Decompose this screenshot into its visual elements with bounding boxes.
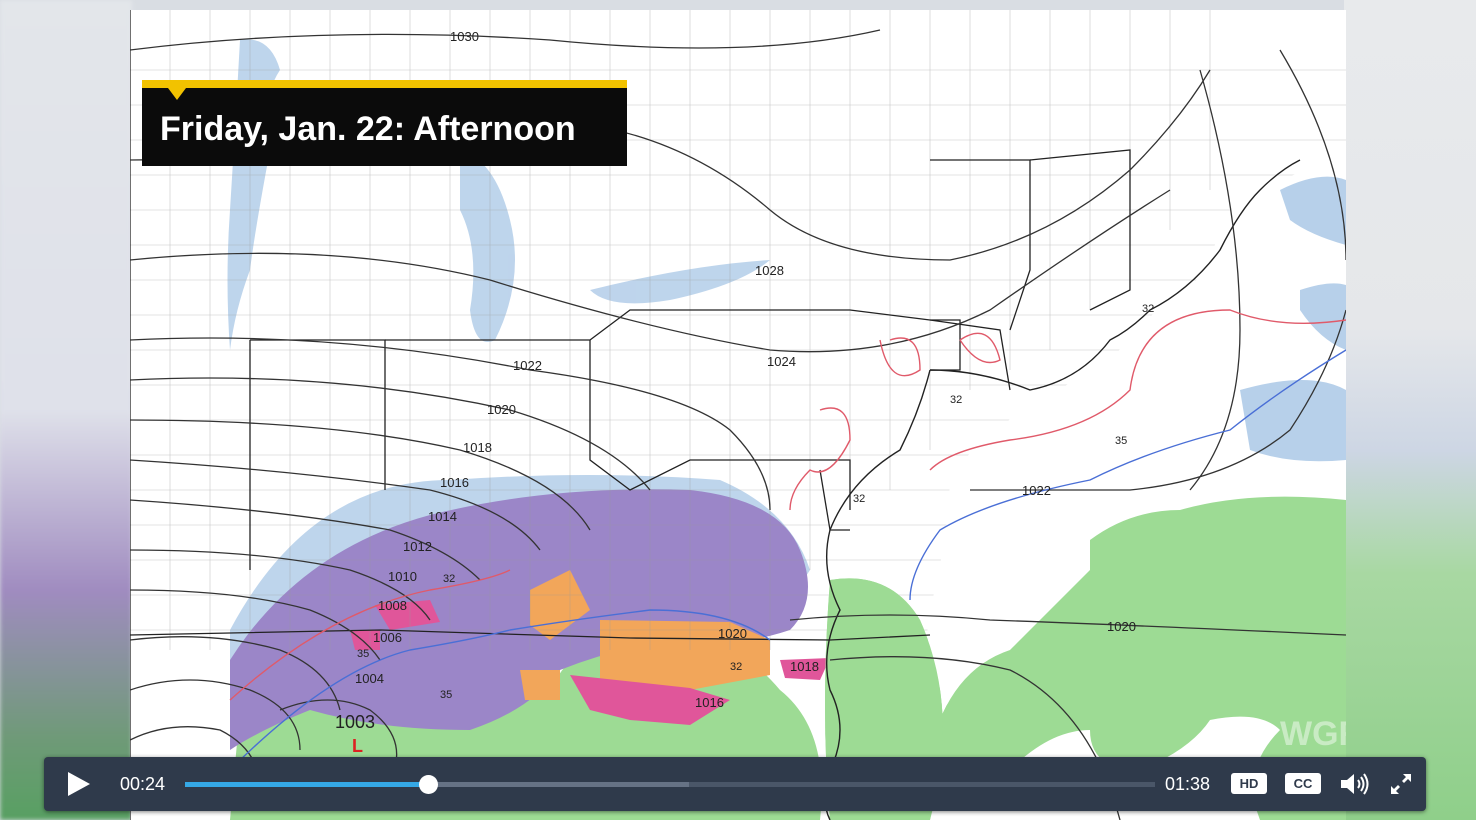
progress-bar[interactable] bbox=[185, 775, 1155, 794]
isotherm-label: 35 bbox=[1115, 435, 1127, 447]
freezing-rain-area bbox=[350, 600, 830, 725]
pressure-label: 1018 bbox=[463, 440, 492, 455]
low-pressure-marker: L bbox=[352, 736, 363, 756]
heavy-snow-area bbox=[230, 489, 808, 750]
station-watermark: WGRZ bbox=[1280, 715, 1346, 753]
scrubber-handle[interactable] bbox=[418, 775, 438, 794]
pressure-label: 1008 bbox=[378, 598, 407, 613]
volume-icon bbox=[1341, 773, 1369, 795]
temperature-labels: 32 32 32 32 32 35 35 35 bbox=[357, 303, 1154, 701]
sleet-area bbox=[520, 570, 770, 700]
isotherm-label: 32 bbox=[950, 394, 962, 406]
current-time: 00:24 bbox=[120, 774, 166, 794]
county-lines bbox=[130, 10, 1346, 650]
fullscreen-button[interactable] bbox=[1389, 772, 1413, 796]
pressure-label: 1003 bbox=[335, 712, 375, 732]
isotherms bbox=[229, 309, 1346, 771]
fullscreen-icon bbox=[1391, 774, 1411, 794]
play-button[interactable] bbox=[68, 772, 94, 796]
light-snow-offshore bbox=[1240, 176, 1346, 462]
pressure-label: 1004 bbox=[355, 671, 384, 686]
pressure-label: 1006 bbox=[373, 630, 402, 645]
pressure-label: 1016 bbox=[695, 695, 724, 710]
pressure-label: 1030 bbox=[450, 29, 479, 44]
pressure-label: 1022 bbox=[1022, 483, 1051, 498]
pressure-label: 1028 bbox=[755, 263, 784, 278]
isotherm-label: 32 bbox=[853, 493, 865, 505]
pressure-label: 1024 bbox=[767, 354, 796, 369]
pressure-label: 1020 bbox=[718, 626, 747, 641]
pressure-labels: 1030 1028 1024 1022 1022 1020 1020 1020 … bbox=[335, 29, 1136, 732]
isotherm-label: 35 bbox=[440, 689, 452, 701]
title-card-text: Friday, Jan. 22: Afternoon bbox=[160, 110, 576, 148]
pressure-label: 1020 bbox=[1107, 619, 1136, 634]
state-borders bbox=[130, 10, 1131, 820]
isotherm-label: 32 bbox=[443, 573, 455, 585]
pressure-label: 1022 bbox=[513, 358, 542, 373]
isotherm-label: 32 bbox=[1142, 303, 1154, 315]
isotherm-label: 32 bbox=[730, 661, 742, 673]
played-bar bbox=[185, 782, 428, 787]
captions-button[interactable]: CC bbox=[1285, 773, 1321, 794]
play-icon bbox=[68, 772, 90, 796]
video-title-card: Friday, Jan. 22: Afternoon bbox=[142, 80, 627, 166]
pressure-label: 1016 bbox=[440, 475, 469, 490]
blurred-letterbox-right bbox=[1344, 0, 1476, 820]
pressure-label: 1010 bbox=[388, 569, 417, 584]
volume-button[interactable] bbox=[1339, 772, 1371, 796]
total-duration: 01:38 bbox=[1165, 774, 1211, 794]
pressure-label: 1018 bbox=[790, 659, 819, 674]
hd-button[interactable]: HD bbox=[1231, 773, 1267, 794]
pressure-label: 1012 bbox=[403, 539, 432, 554]
pressure-label: 1014 bbox=[428, 509, 457, 524]
title-card-notch bbox=[168, 88, 186, 100]
video-controls-bar: 00:24 01:38 HD CC bbox=[44, 757, 1426, 811]
title-card-accent-bar bbox=[142, 80, 627, 88]
blurred-letterbox-left bbox=[0, 0, 132, 820]
pressure-label: 1020 bbox=[487, 402, 516, 417]
isotherm-label: 35 bbox=[357, 648, 369, 660]
